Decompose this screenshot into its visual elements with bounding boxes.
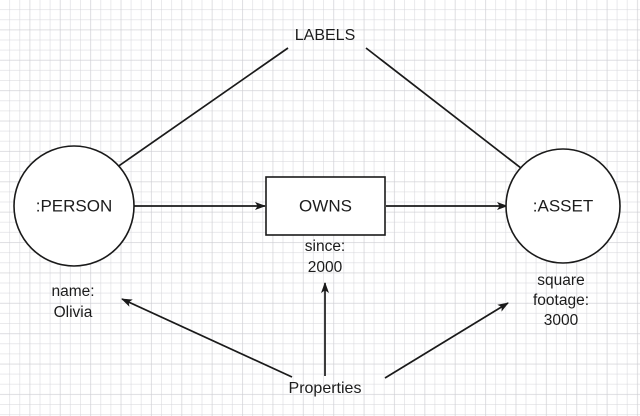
labels-annotation-label: LABELS xyxy=(295,27,355,44)
labels-to-person-edge xyxy=(89,47,289,187)
relationship-property-line-1: since: xyxy=(305,238,346,255)
node-asset-label: :ASSET xyxy=(533,196,593,215)
properties-to-name-edge xyxy=(121,298,293,378)
node-asset-circle[interactable] xyxy=(505,148,621,264)
relationship-owns-label: OWNS xyxy=(299,196,352,215)
asset-property-line-2: footage: xyxy=(533,292,589,309)
node-person-circle[interactable] xyxy=(13,145,135,267)
asset-property-line-3: 3000 xyxy=(544,312,579,329)
labels-to-asset-edge xyxy=(365,47,540,183)
asset-property-line-1: square xyxy=(537,272,584,289)
person-property-line-2: Olivia xyxy=(54,304,93,321)
relationship-property-line-2: 2000 xyxy=(308,259,343,276)
person-property-line-1: name: xyxy=(51,283,94,300)
properties-to-footage-edge xyxy=(384,302,509,379)
relationship-owns-box[interactable] xyxy=(265,176,386,236)
node-person-label: :PERSON xyxy=(36,196,113,215)
properties-annotation-label: Properties xyxy=(289,380,362,397)
